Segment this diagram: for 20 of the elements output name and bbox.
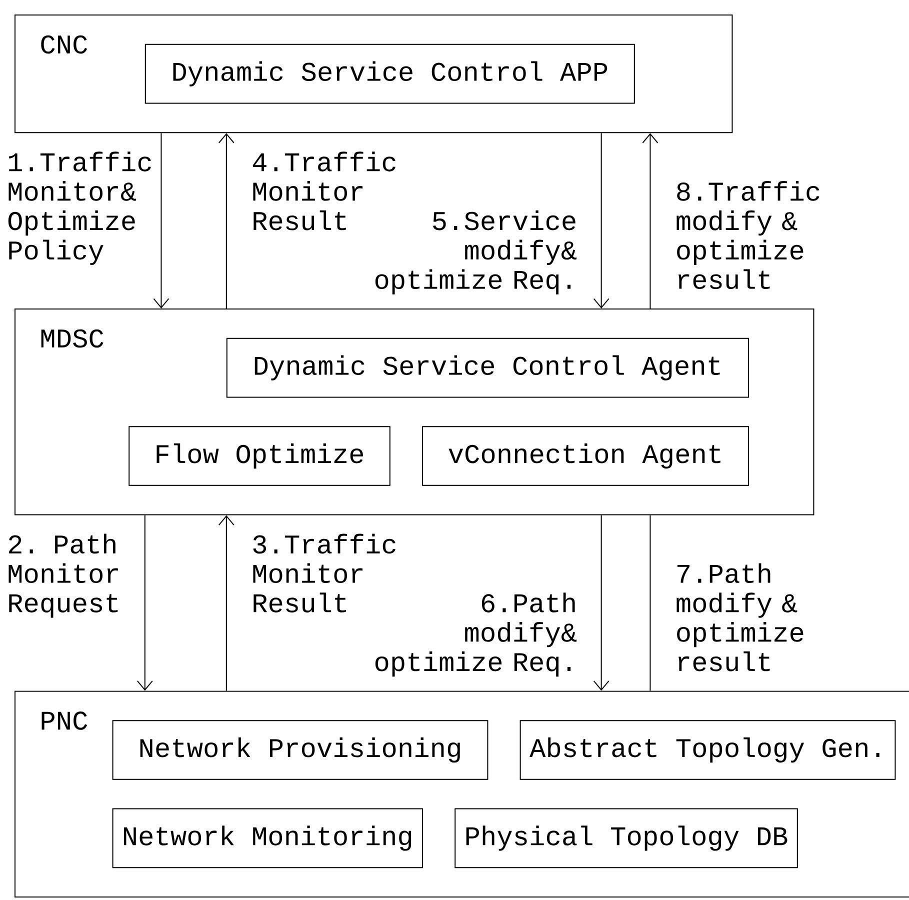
component-box: Dynamic Service Control Agent xyxy=(226,338,749,398)
arrow xyxy=(218,133,234,309)
component-box: Flow Optimize xyxy=(128,426,390,486)
component-box: Physical Topology DB xyxy=(454,808,798,868)
arrow xyxy=(593,514,610,691)
component-box: Network Monitoring xyxy=(112,808,423,868)
arrow xyxy=(136,514,153,691)
edge-label: 8.Traffic modify & optimize result xyxy=(676,181,820,290)
edge-label: 2. Path Monitor Request xyxy=(8,534,118,618)
arrow xyxy=(153,132,170,308)
arrow xyxy=(593,132,610,308)
edge-label: 1.Traffic Monitor& Optimize Policy xyxy=(8,152,151,265)
arrow xyxy=(218,515,234,692)
component-box: Network Provisioning xyxy=(112,720,488,780)
component-box: Dynamic Service Control APP xyxy=(144,44,635,104)
edge-label: 7.Path modify & optimize result xyxy=(676,563,804,672)
arrow xyxy=(642,133,658,309)
component-box: vConnection Agent xyxy=(422,426,749,486)
component-box: Abstract Topology Gen. xyxy=(520,720,896,780)
connector-line xyxy=(650,514,651,692)
